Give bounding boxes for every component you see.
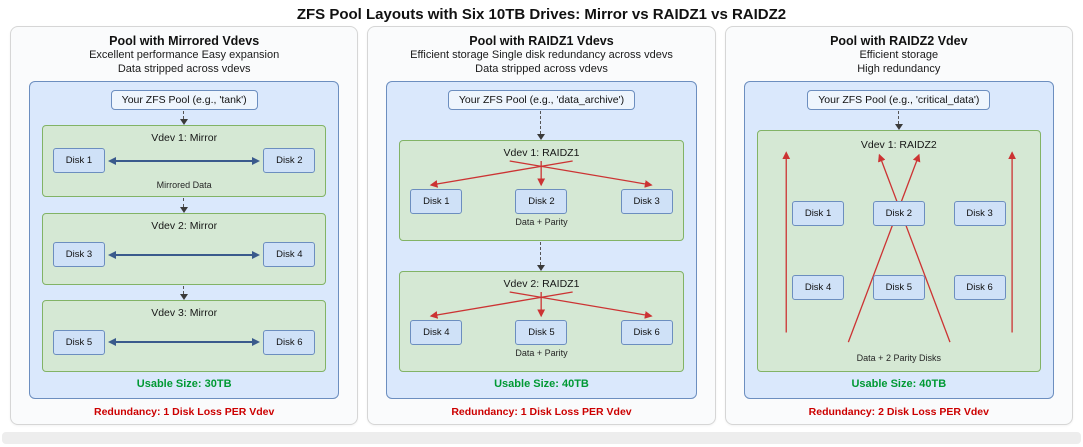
disk-node: Disk 5 (53, 329, 105, 355)
disk-row: Disk 1 Disk 2 Disk 3 (410, 189, 673, 215)
vdev-title: Vdev 2: RAIDZ1 (503, 278, 580, 290)
disk-row: Disk 1 Disk 2 (53, 144, 316, 177)
vdev-title: Vdev 2: Mirror (151, 219, 218, 232)
panel-title: Pool with RAIDZ2 Vdev (830, 34, 968, 48)
panel-subtitle-line2: Data stripped across vdevs (475, 62, 608, 75)
redundancy-label: Redundancy: 1 Disk Loss PER Vdev (94, 406, 275, 418)
usable-size-label: Usable Size: 40TB (851, 378, 947, 390)
disk-node: Disk 6 (620, 320, 673, 345)
panels-row: Pool with Mirrored Vdevs Excellent perfo… (0, 26, 1083, 425)
vdev-title: Vdev 1: RAIDZ1 (503, 147, 580, 160)
vdev-note: Data + Parity (515, 217, 568, 228)
mirror-arrow-icon (107, 250, 261, 259)
pool-label: Your ZFS Pool (e.g., 'tank') (110, 90, 258, 111)
disk-node: Disk 2 (515, 189, 568, 215)
panel-subtitle-line1: Excellent performance Easy expansion (89, 49, 280, 62)
vdev-box-mirror-2: Vdev 2: Mirror Disk 3 Disk 4 (42, 212, 327, 285)
dashed-arrow-icon (537, 241, 546, 271)
vdev-box-mirror-1: Vdev 1: Mirror Disk 1 Disk 2 Mirrored Da… (42, 125, 327, 198)
disk-row: Disk 4 Disk 5 Disk 6 (410, 320, 673, 345)
dashed-arrow-icon (180, 197, 189, 214)
disk-node: Disk 3 (953, 200, 1006, 226)
panel-subtitle-line1: Efficient storage (859, 49, 939, 62)
dashed-arrow-icon (180, 110, 189, 126)
panel-raidz2-vdev: Pool with RAIDZ2 Vdev Efficient storage … (724, 26, 1073, 425)
disk-node: Disk 4 (263, 242, 316, 268)
vdev-note: Mirrored Data (156, 180, 212, 191)
panel-subtitle-line1: Efficient storage Single disk redundancy… (410, 49, 673, 62)
disk-row: Disk 3 Disk 4 (53, 232, 316, 278)
disk-row: Disk 5 Disk 6 (53, 319, 316, 365)
disk-node: Disk 4 (410, 320, 463, 345)
pool-label: Your ZFS Pool (e.g., 'data_archive') (447, 90, 636, 111)
mirror-arrow-icon (107, 338, 261, 346)
panel-raidz1-vdevs: Pool with RAIDZ1 Vdevs Efficient storage… (367, 26, 716, 425)
zfs-pool-box: Your ZFS Pool (e.g., 'data_archive') Vde… (386, 81, 697, 399)
panel-mirrored-vdevs: Pool with Mirrored Vdevs Excellent perfo… (10, 26, 359, 425)
panel-title: Pool with RAIDZ1 Vdevs (469, 34, 614, 48)
panel-subtitle-line2: High redundancy (857, 62, 941, 75)
disk-node: Disk 6 (953, 275, 1006, 301)
disk-grid: Disk 1 Disk 2 Disk 3 Disk 4 Disk 5 Disk … (778, 151, 1020, 350)
raidz1-parity-arrows-icon (430, 160, 653, 188)
vdev-note: Data + Parity (515, 348, 568, 358)
disk-node: Disk 3 (620, 189, 673, 215)
pool-label: Your ZFS Pool (e.g., 'critical_data') (807, 90, 991, 111)
usable-size-label: Usable Size: 30TB (136, 378, 232, 390)
disk-node: Disk 1 (53, 148, 105, 174)
raidz2-parity-arrows-icon (781, 151, 1016, 343)
dashed-arrow-icon (894, 110, 903, 131)
page-title: ZFS Pool Layouts with Six 10TB Drives: M… (296, 6, 787, 23)
vdev-title: Vdev 3: Mirror (151, 307, 218, 319)
usable-size-label: Usable Size: 40TB (494, 378, 589, 390)
vdev-title: Vdev 1: Mirror (151, 132, 218, 145)
mirror-arrow-icon (107, 156, 261, 165)
disk-node: Disk 1 (410, 189, 463, 215)
disk-node: Disk 2 (263, 148, 316, 174)
disk-node: Disk 5 (872, 275, 925, 301)
vdev-box-mirror-3: Vdev 3: Mirror Disk 5 Disk 6 (42, 300, 327, 372)
vdev-box-raidz1-1: Vdev 1: RAIDZ1 Disk 1 Disk 2 Disk 3 Data… (399, 140, 684, 242)
panel-subtitle-line2: Data stripped across vdevs (117, 62, 251, 75)
vdev-box-raidz1-2: Vdev 2: RAIDZ1 Disk 4 Disk 5 Disk 6 Data… (399, 271, 684, 372)
disk-node: Disk 1 (792, 200, 845, 226)
disk-node: Disk 5 (515, 320, 568, 345)
vdev-note: Data + 2 Parity Disks (856, 353, 941, 363)
dashed-arrow-icon (180, 285, 189, 301)
disk-node: Disk 4 (792, 275, 845, 301)
zfs-pool-box: Your ZFS Pool (e.g., 'tank') Vdev 1: Mir… (29, 81, 340, 399)
disk-node: Disk 3 (53, 242, 105, 268)
dashed-arrow-icon (537, 110, 546, 141)
redundancy-label: Redundancy: 2 Disk Loss PER Vdev (808, 406, 989, 418)
panel-title: Pool with Mirrored Vdevs (109, 34, 260, 48)
zfs-pool-box: Your ZFS Pool (e.g., 'critical_data') Vd… (743, 81, 1054, 399)
vdev-box-raidz2: Vdev 1: RAIDZ2 Disk 1 Disk 2 Disk 3 Disk… (756, 130, 1041, 372)
redundancy-label: Redundancy: 1 Disk Loss PER Vdev (451, 406, 632, 418)
bottom-strip (2, 432, 1081, 444)
raidz1-parity-arrows-icon (430, 291, 653, 319)
disk-node: Disk 6 (263, 329, 316, 355)
disk-node: Disk 2 (872, 200, 925, 226)
vdev-title: Vdev 1: RAIDZ2 (860, 139, 937, 152)
